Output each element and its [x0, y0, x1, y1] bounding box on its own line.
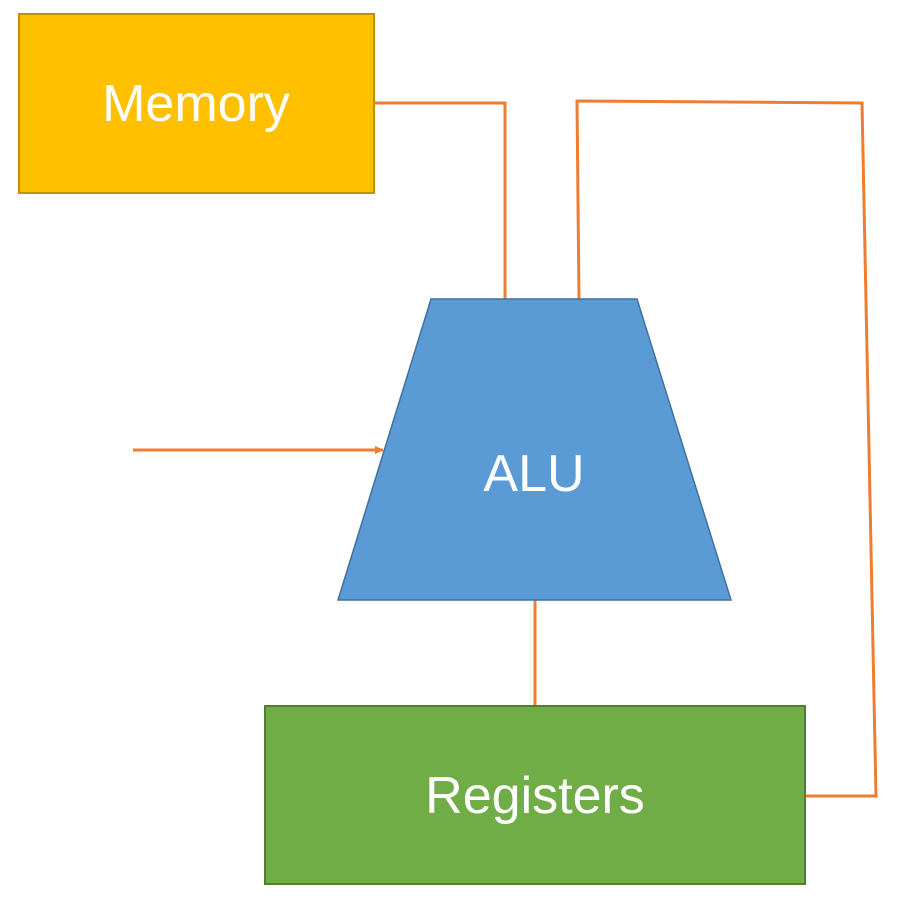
registers-label: Registers — [425, 767, 645, 825]
registers-box — [264, 705, 806, 885]
memory-label: Memory — [102, 75, 290, 133]
alu-label: ALU — [483, 445, 584, 503]
node-registers[interactable]: Registers — [264, 705, 806, 885]
memory-box — [18, 13, 375, 194]
node-alu[interactable]: ALU — [336, 298, 733, 601]
edge-registers-to-alu-loop — [575, 99, 878, 798]
edge-memory-to-alu — [374, 101, 507, 299]
alu-trapezoid — [336, 298, 733, 601]
node-memory[interactable]: Memory — [18, 13, 375, 194]
